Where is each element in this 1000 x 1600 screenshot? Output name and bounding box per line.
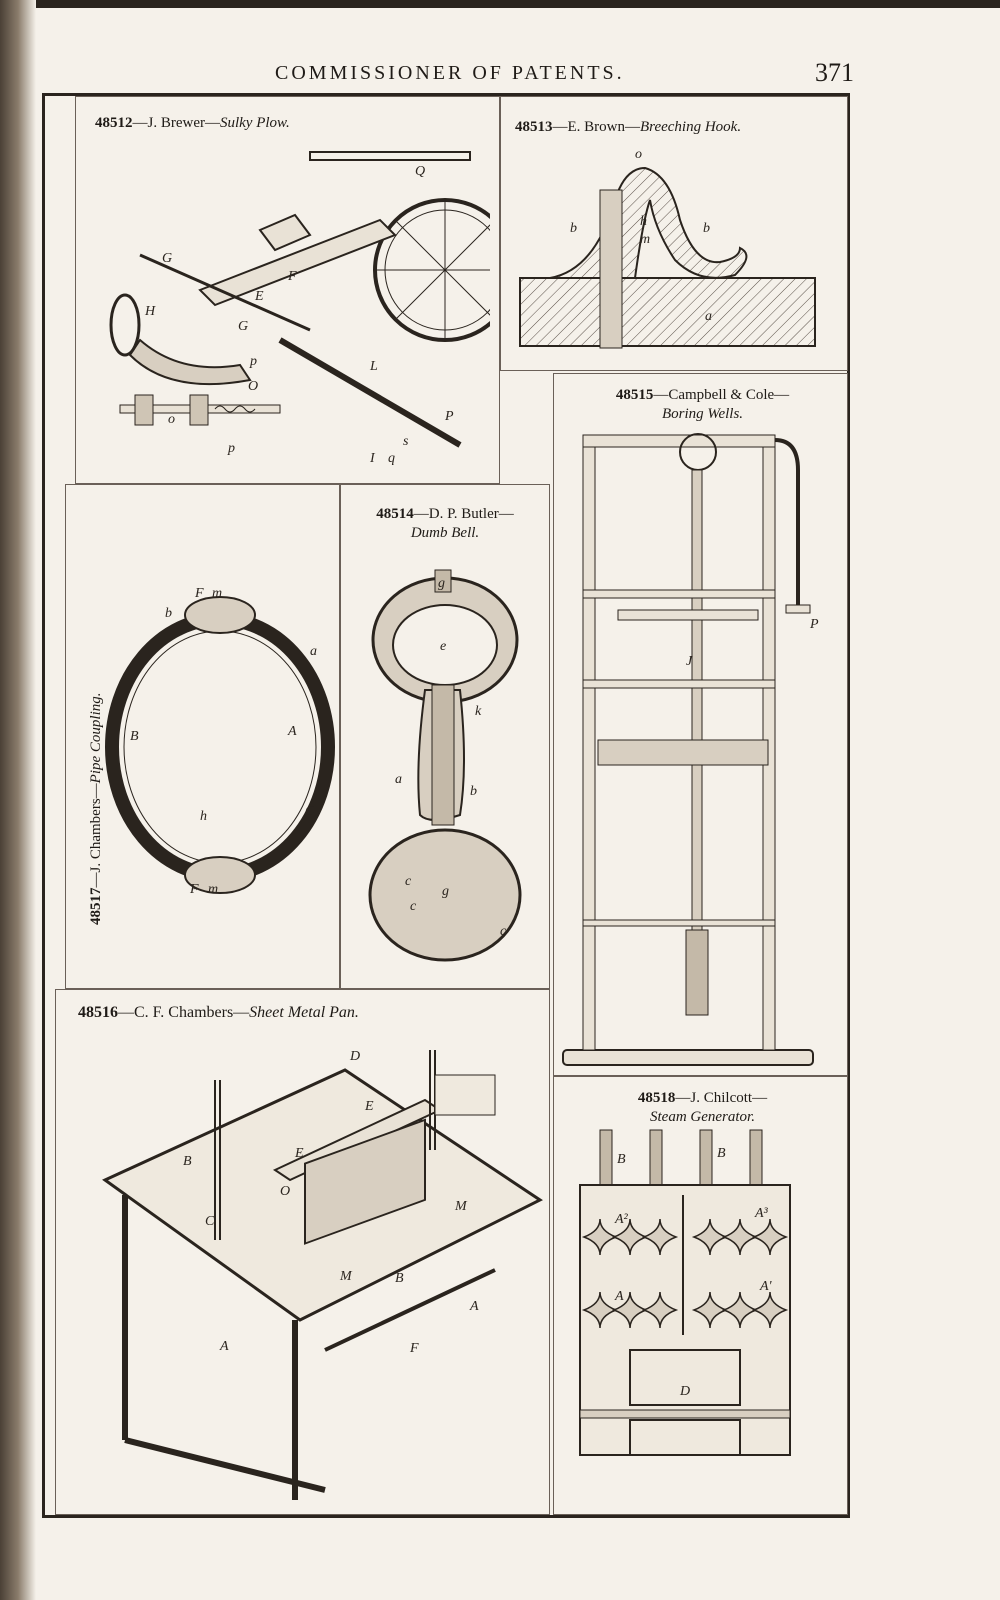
label-O: O <box>280 1184 290 1199</box>
boring-wells-drawing: P J <box>562 433 819 1066</box>
label-P: P <box>809 617 819 632</box>
caption-48515: 48515—Campbell & Cole—Boring Wells. <box>615 387 790 422</box>
label-q: q <box>388 451 395 466</box>
label-G: G <box>162 251 172 266</box>
caption-48514: 48514—D. P. Butler—Dumb Bell. <box>376 506 514 541</box>
dumb-bell-drawing: g e k a b c c g c <box>368 569 522 962</box>
label-H: H <box>144 304 156 319</box>
label-s: s <box>403 434 409 449</box>
caption-48512: 48512—J. Brewer—Sulky Plow. <box>95 115 290 131</box>
label-F: F <box>287 269 297 284</box>
cell-pipe-coupling <box>65 484 340 989</box>
top-edge <box>36 0 1000 8</box>
label-C: C <box>305 804 315 819</box>
label-E2: E <box>294 1146 304 1161</box>
label-M: M <box>454 1199 468 1214</box>
label-P: P <box>444 409 454 424</box>
label-a: a <box>310 644 317 659</box>
label-p2: p <box>227 441 235 456</box>
boiler-tube-shape <box>641 1218 679 1256</box>
figure-frame <box>42 93 850 1518</box>
label-B: B <box>617 1152 626 1167</box>
label-B: B <box>183 1154 192 1169</box>
label-D: D <box>349 1049 360 1064</box>
label-B: B <box>130 729 139 744</box>
boiler-tube-shape <box>751 1218 789 1256</box>
label-b: b <box>165 606 172 621</box>
label-a: a <box>395 772 402 787</box>
running-title: COMMISSIONER OF PATENTS. <box>275 62 625 84</box>
label-h: h <box>200 809 207 824</box>
caption-48513: 48513—E. Brown—Breeching Hook. <box>515 119 742 135</box>
label-E: E <box>364 1099 374 1114</box>
cell-boring-wells <box>553 373 848 1076</box>
label-o: o <box>635 147 642 162</box>
label-A: A <box>287 724 297 739</box>
label-M2: M <box>339 1269 353 1284</box>
boiler-tube-shape <box>641 1291 679 1329</box>
pipe-coupling-drawing: F m b a B A h C F m <box>105 586 335 897</box>
cell-sheet-metal-pan <box>55 989 550 1515</box>
label-c: c <box>405 874 412 889</box>
caption-48518: 48518—J. Chilcott—Steam Generator. <box>637 1090 768 1125</box>
label-F: F <box>409 1341 419 1356</box>
label-A2: A <box>219 1339 229 1354</box>
label-c3: c <box>500 924 507 939</box>
label-G2: G <box>238 319 248 334</box>
breeching-hook-drawing: o b h m b a <box>519 147 816 349</box>
steam-generator-drawing: B B A² A³ A A' D <box>579 1129 791 1456</box>
cell-breeching-hook <box>500 96 848 371</box>
label-B2: B <box>395 1271 404 1286</box>
label-g: g <box>438 576 445 591</box>
label-o: o <box>168 412 175 427</box>
cell-dumb-bell <box>340 484 550 989</box>
sheet-metal-pan-drawing: D E B E O C M M B A A F <box>102 1049 543 1500</box>
label-O: O <box>248 379 258 394</box>
label-h: h <box>640 214 647 229</box>
label-A: A <box>614 1289 624 1304</box>
label-D: D <box>679 1384 690 1399</box>
label-F: F <box>194 586 204 601</box>
label-m: m <box>212 586 222 601</box>
label-m2: m <box>208 882 218 897</box>
sulky-plow-drawing: Q G H F E G O L P p o p I q s <box>109 151 490 466</box>
label-I: I <box>369 451 376 466</box>
cell-steam-generator <box>553 1076 848 1515</box>
label-A: A <box>469 1299 479 1314</box>
label-b2: b <box>703 221 710 236</box>
label-J: J <box>686 654 693 669</box>
label-k: k <box>475 704 482 719</box>
book-gutter-shadow <box>0 0 36 1600</box>
label-Q: Q <box>415 164 425 179</box>
label-g2: g <box>442 884 449 899</box>
label-A3: A³ <box>754 1206 769 1221</box>
label-b: b <box>570 221 577 236</box>
label-c2: c <box>410 899 417 914</box>
label-b: b <box>470 784 477 799</box>
label-F2: F <box>189 882 199 897</box>
label-A2: A² <box>614 1212 629 1227</box>
boiler-tube-shape <box>751 1291 789 1329</box>
label-A-prime: A' <box>759 1279 773 1294</box>
label-m: m <box>640 232 650 247</box>
label-p: p <box>249 354 257 369</box>
label-C: C <box>205 1214 215 1229</box>
label-E: E <box>254 289 264 304</box>
cell-sulky-plow <box>75 96 500 484</box>
label-B2: B <box>717 1146 726 1161</box>
caption-48516: 48516—C. F. Chambers—Sheet Metal Pan. <box>78 1004 359 1021</box>
page-number: 371 <box>815 58 854 87</box>
label-L: L <box>369 359 378 374</box>
label-e: e <box>440 639 446 654</box>
label-a: a <box>705 309 712 324</box>
